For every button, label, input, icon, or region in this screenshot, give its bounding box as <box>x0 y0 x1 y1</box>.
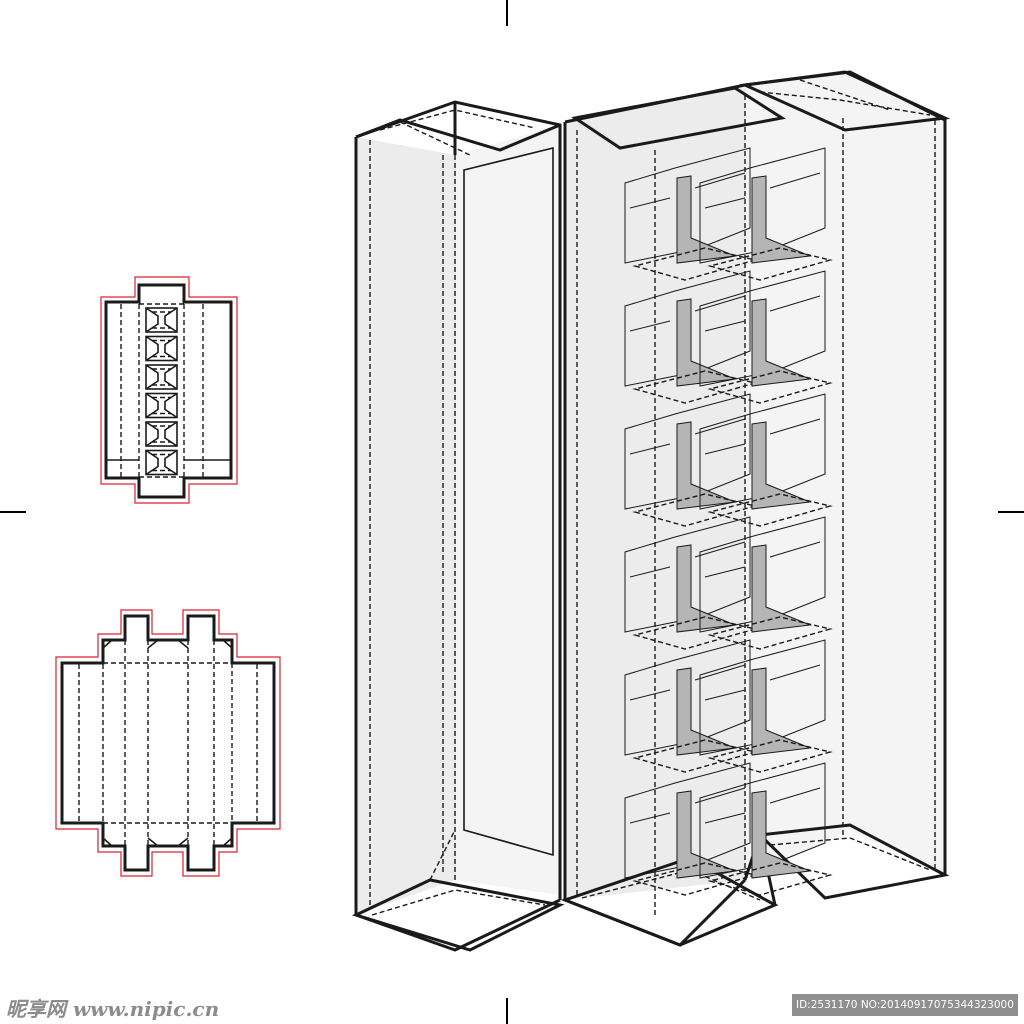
box-compartment-cell <box>699 270 833 404</box>
box-compartment-cell <box>624 147 758 281</box>
box-compartment-cell <box>699 516 833 650</box>
left-side-panel <box>356 137 455 915</box>
insert-compartment <box>145 307 178 333</box>
right-side-panel <box>745 72 945 880</box>
box-compartment-cell <box>624 393 758 527</box>
insert-compartment <box>145 364 178 390</box>
box-compartment-cell <box>624 270 758 404</box>
box-compartment-cells <box>624 147 833 896</box>
insert-dieline-flat <box>100 276 238 504</box>
box-bleed-outline <box>55 609 281 877</box>
box-compartment-cell <box>699 639 833 773</box>
box-dieline-flat <box>55 609 281 877</box>
box-compartment-cell <box>699 147 833 281</box>
insert-compartment-cells <box>145 307 178 476</box>
watermark-site-text: 昵享网 www.nipic.cn <box>6 997 220 1021</box>
insert-bleed-outline <box>100 276 238 504</box>
insert-cut-outline <box>104 283 233 499</box>
box-compartment-cell <box>699 762 833 896</box>
box-cut-outline <box>60 614 276 872</box>
box-compartment-cell <box>699 393 833 527</box>
insert-compartment <box>145 335 178 362</box>
insert-compartment <box>145 421 178 447</box>
box-3d-assembled <box>351 70 951 952</box>
insert-compartment <box>145 449 178 476</box>
insert-compartment <box>145 392 178 419</box>
watermark-id-box: ID:2531170 NO:20140917075344323000 <box>792 994 1018 1016</box>
